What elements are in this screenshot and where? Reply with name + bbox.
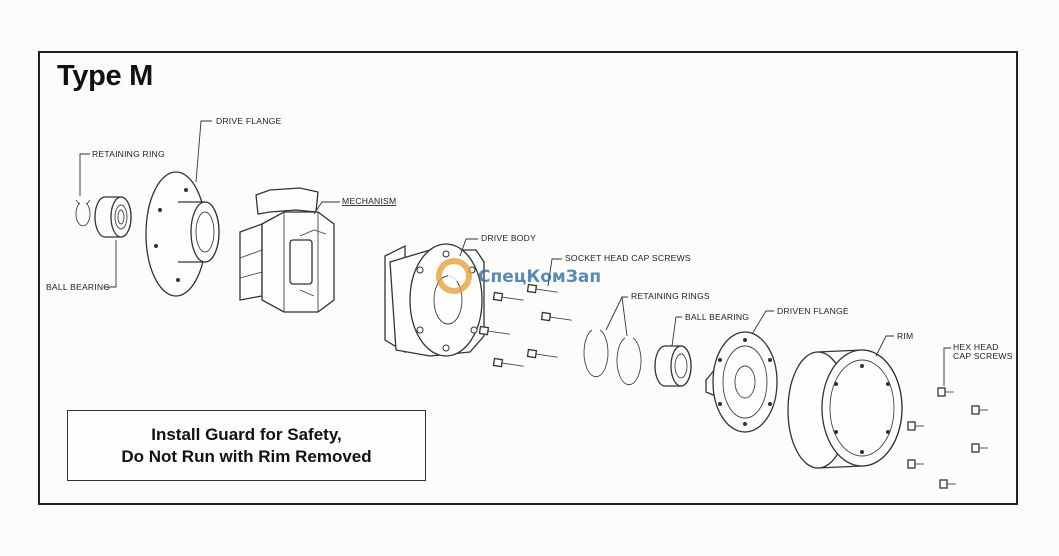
watermark-gear-icon xyxy=(436,258,472,294)
label-hex-head-line2: CAP SCREWS xyxy=(953,351,1013,361)
hex-head-cap-screws-part xyxy=(907,387,988,489)
rim-part xyxy=(787,349,903,469)
label-rim: RIM xyxy=(897,331,913,341)
socket-head-cap-screws-part xyxy=(478,283,572,368)
watermark: СпецКомЗап xyxy=(436,258,601,294)
drive-body-part xyxy=(384,243,485,357)
watermark-gear-hub xyxy=(448,270,460,282)
label-drive-flange: DRIVE FLANGE xyxy=(216,116,282,126)
watermark-text: СпецКомЗап xyxy=(478,267,601,287)
warning-line-1: Install Guard for Safety, xyxy=(151,425,342,444)
driven-flange-part xyxy=(705,331,778,433)
mechanism-part xyxy=(239,187,335,313)
ball-bearing-left-part xyxy=(94,196,132,238)
label-drive-body: DRIVE BODY xyxy=(481,233,536,243)
label-retaining-ring: RETAINING RING xyxy=(92,149,165,159)
leader-lines xyxy=(79,120,951,386)
label-ball-bearing-right: BALL BEARING xyxy=(685,312,749,322)
safety-warning-box: Install Guard for Safety, Do Not Run wit… xyxy=(67,410,426,481)
drive-flange-part xyxy=(145,171,220,297)
label-retaining-rings: RETAINING RINGS xyxy=(631,291,710,301)
retaining-rings-part xyxy=(583,329,642,385)
diagram-title: Type M xyxy=(57,60,153,92)
ball-bearing-right-part xyxy=(654,345,692,387)
label-mechanism: MECHANISM xyxy=(342,196,396,206)
label-ball-bearing-left: BALL BEARING xyxy=(46,282,110,292)
label-driven-flange: DRIVEN FLANGE xyxy=(777,306,849,316)
retaining-ring-left-part xyxy=(75,199,91,227)
label-hex-head-line1: HEX HEAD xyxy=(953,342,999,352)
label-socket-head-cap-screws: SOCKET HEAD CAP SCREWS xyxy=(565,253,691,263)
warning-line-2: Do Not Run with Rim Removed xyxy=(121,447,372,466)
